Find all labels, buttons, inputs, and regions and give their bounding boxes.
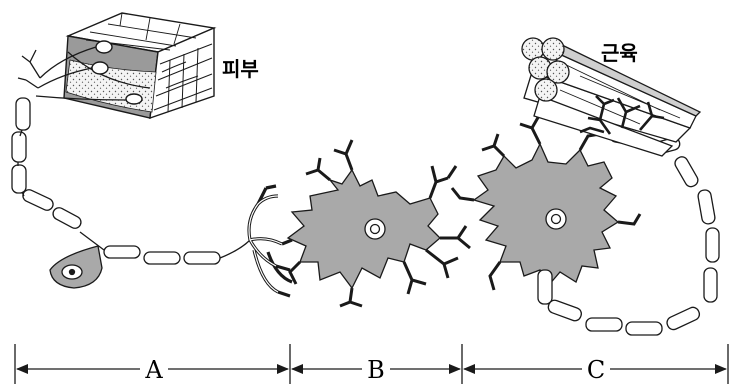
segment-label-a: A — [144, 356, 163, 384]
sensory-neuron-axon — [12, 98, 220, 264]
segment-label-b: B — [367, 356, 385, 384]
muscle-label: 근육 — [601, 41, 638, 65]
sensory-cell-body — [50, 246, 102, 288]
skin-label: 피부 — [222, 57, 259, 81]
segment-label-c: C — [587, 356, 605, 384]
interneuron-cell — [288, 140, 470, 306]
axon-terminal-branches — [249, 186, 292, 296]
skin-block — [64, 13, 214, 118]
